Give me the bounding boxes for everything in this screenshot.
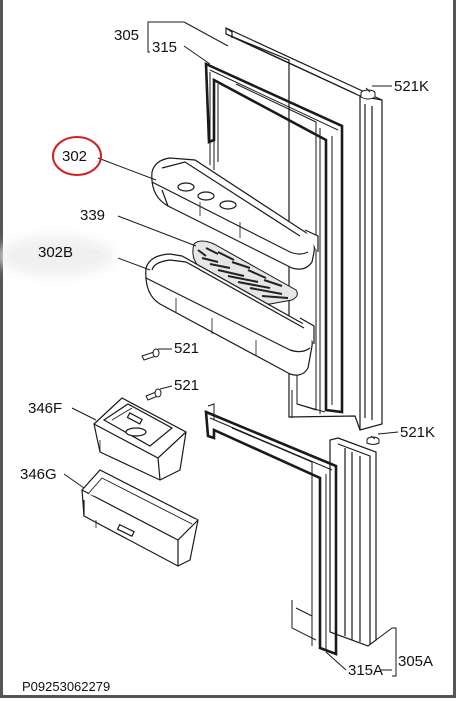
callout-315: 315 bbox=[152, 39, 178, 56]
screw-521b-icon bbox=[145, 388, 162, 401]
callout-302: 302 bbox=[62, 148, 88, 165]
hinge-screw-top-icon bbox=[360, 87, 376, 100]
lower-door-305a bbox=[329, 437, 377, 647]
screw-521a-icon bbox=[141, 348, 160, 361]
callout-521k-top: 521K bbox=[394, 78, 430, 95]
dairy-box-346g bbox=[81, 469, 199, 567]
dairy-box-346f bbox=[93, 397, 187, 481]
door-balcony-302 bbox=[151, 157, 319, 270]
upper-gasket-315 bbox=[204, 61, 344, 414]
callout-346g: 346G bbox=[20, 466, 57, 483]
callout-305: 305 bbox=[114, 27, 140, 44]
callout-339: 339 bbox=[80, 207, 106, 224]
callout-521k-bottom: 521K bbox=[400, 424, 436, 441]
egg-tray-339 bbox=[192, 240, 298, 305]
lower-gasket-315a bbox=[204, 403, 338, 656]
callout-302b: 302B bbox=[38, 244, 74, 261]
drawing-code: P09253062279 bbox=[22, 679, 111, 694]
smudge-302b bbox=[0, 236, 114, 276]
lower-door-liner bbox=[231, 427, 317, 646]
door-balcony-302b bbox=[145, 253, 315, 376]
hinge-screw-bottom-icon bbox=[366, 435, 380, 445]
highlight-circle-302 bbox=[52, 136, 102, 176]
callout-521-b: 521 bbox=[174, 377, 200, 394]
callout-305a: 305A bbox=[398, 653, 434, 670]
callout-315a: 315A bbox=[348, 662, 384, 679]
callout-346f: 346F bbox=[28, 400, 63, 417]
callout-521-a: 521 bbox=[174, 340, 200, 357]
